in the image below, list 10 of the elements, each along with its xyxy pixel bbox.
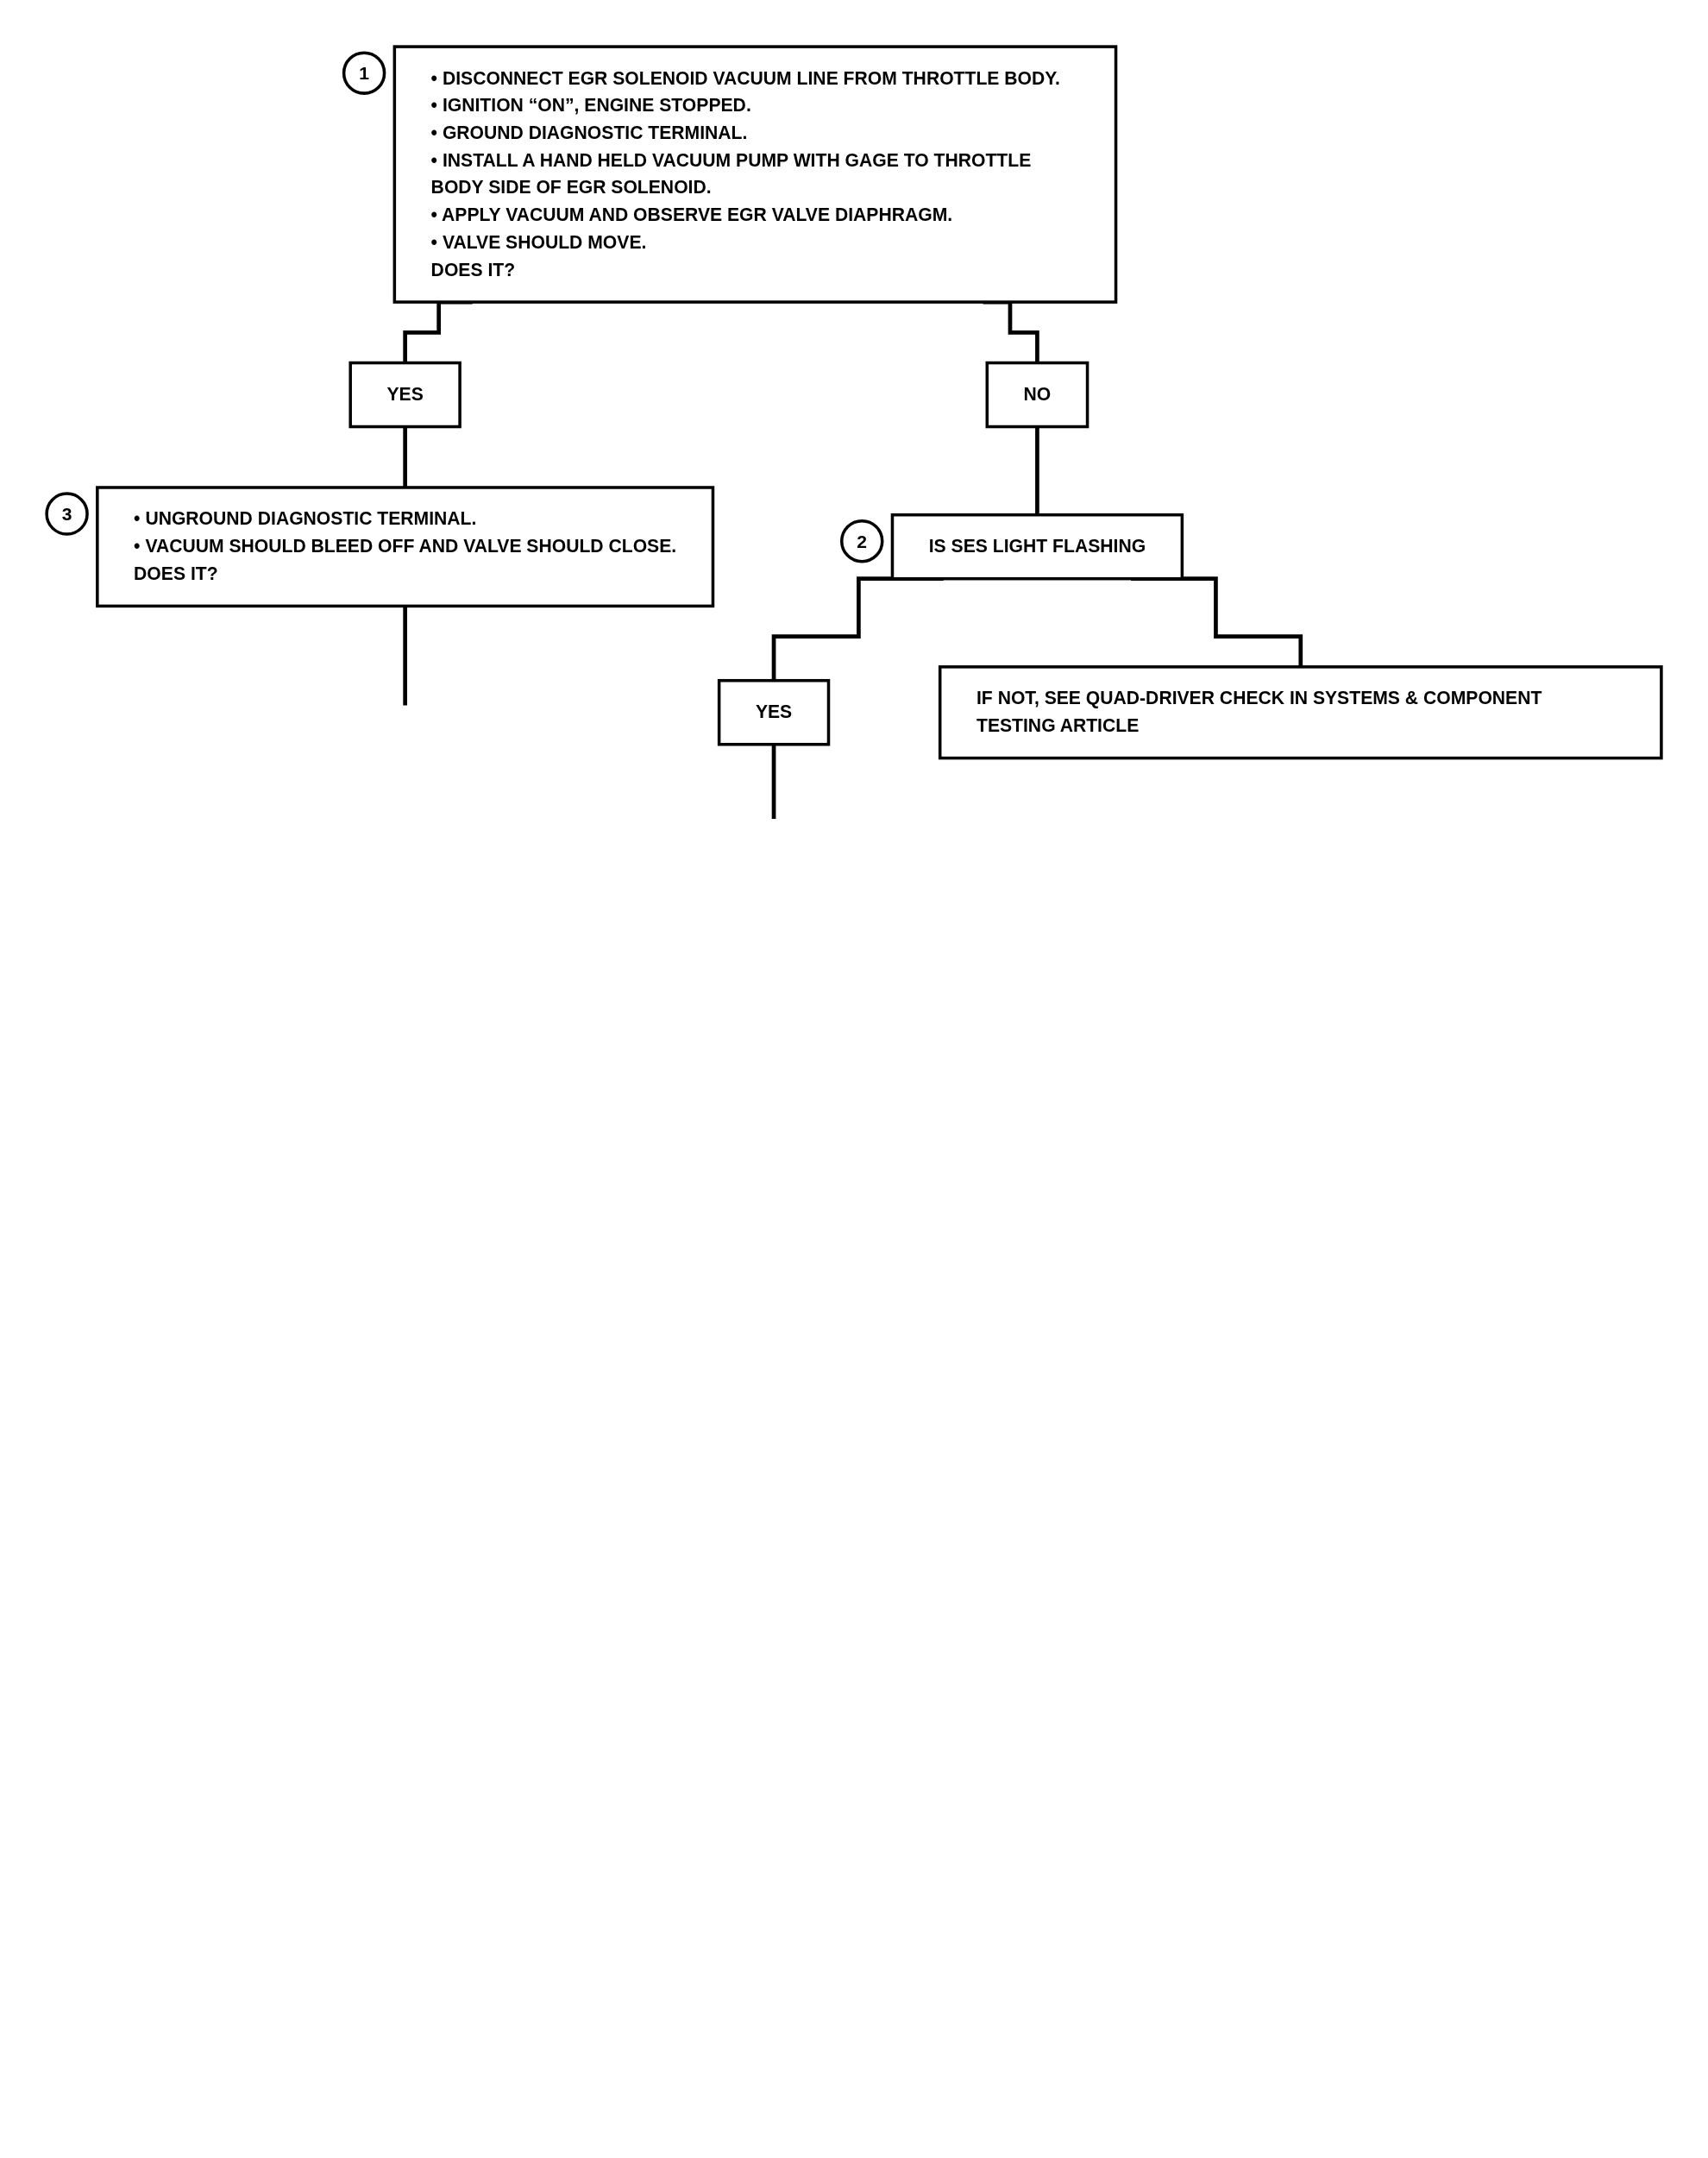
node-box: • DISCONNECT EGR SOLENOID VACUUM LINE FROM THROTTLE BODY. • IGNITION “ON”, ENGINE STOPPED. • GROUND DIAGNOSTIC TERMINAL. • INSTALL A HAND HELD VACUUM PUMP WITH GAGE TO THROTTLE BODY SIDE OF EGR SOLENOID. • APPLY VACUUM AND OBSERVE EGR VALVE DIAPHRAGM. • VALVE SHOULD MOVE. DOES IT? <box>392 45 1118 304</box>
node-box: YES <box>349 361 462 429</box>
step-number: 1 <box>342 51 386 95</box>
step-number: 3 <box>45 492 89 536</box>
node-box: YES <box>717 678 831 746</box>
node-box: IF NOT, SEE QUAD-DRIVER CHECK IN SYSTEMS & COMPONENT TESTING ARTICLE <box>938 665 1663 760</box>
node-box: IS SES LIGHT FLASHING <box>890 513 1184 581</box>
step-number: 2 <box>840 519 884 563</box>
node-box: • UNGROUND DIAGNOSTIC TERMINAL. • VACUUM SHOULD BLEED OFF AND VALVE SHOULD CLOSE. DOES IT? <box>96 486 715 608</box>
node-box: NO <box>985 361 1089 429</box>
